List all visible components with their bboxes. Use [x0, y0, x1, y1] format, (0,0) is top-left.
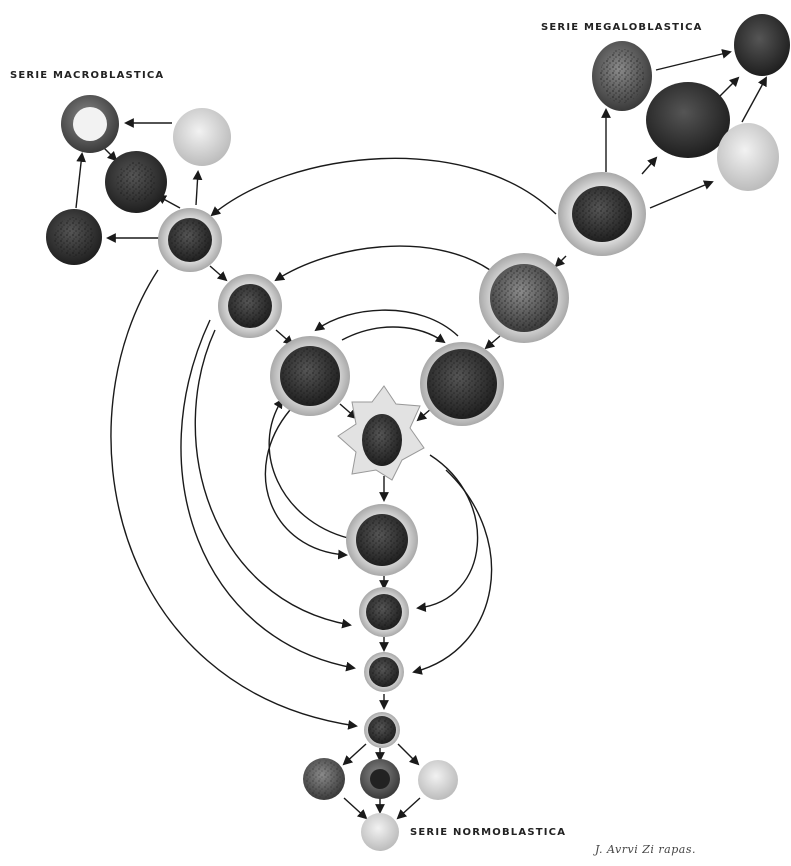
cell-mid-right [420, 342, 504, 426]
cell-row2-left [218, 274, 282, 338]
arrow-mega-down [556, 256, 566, 266]
arrow-left-loop-back [269, 400, 348, 538]
cell-mega-top-right [734, 14, 790, 76]
arrow-mega-to-macro [212, 158, 556, 215]
arrow-mega-diag [642, 158, 656, 174]
arrow-macro-up-right [196, 172, 198, 205]
label-normoblastic-series: SERIE NORMOBLASTICA [410, 827, 566, 838]
label-megaloblastic-series: SERIE MEGALOBLASTICA [541, 22, 703, 33]
cell-normo-center [360, 759, 400, 799]
arrow-mega-up-right [742, 78, 766, 122]
cell-macro-left [46, 209, 102, 265]
arrow-mega-top [656, 52, 730, 70]
arrow-mega-mid-diag [720, 78, 738, 96]
arrow-normo-merge-left [344, 798, 366, 818]
cell-center-stem [338, 386, 424, 480]
cell-macro-top-left [61, 95, 119, 153]
cell-normo-bottom [361, 813, 399, 851]
arrow-right-loop-1 [418, 455, 478, 608]
megaloblastic-series [479, 14, 790, 343]
macroblastic-series [46, 95, 231, 272]
cell-macro-center [158, 208, 222, 272]
arrow-macro-diag2 [104, 148, 116, 160]
cell-mid-left [270, 336, 350, 416]
cell-normo-2 [359, 587, 409, 637]
central-series [218, 274, 504, 851]
arrow-mega-right [650, 182, 712, 208]
cell-mega-top-left [592, 41, 652, 111]
cell-macro-top-right [173, 108, 231, 166]
cell-mega-mid [646, 82, 730, 158]
arrow-mega2-to-row2 [276, 246, 490, 280]
cell-normo-1 [346, 504, 418, 576]
arrow-normo-split-left [344, 744, 366, 764]
cell-mega-lower [479, 253, 569, 343]
cell-macro-mid [105, 151, 167, 213]
arrow-mid-top-right [342, 327, 444, 342]
short-arrows [76, 52, 766, 818]
arrow-normo-split-right [398, 744, 418, 764]
arrow-macro-down [210, 266, 226, 280]
arrow-macro-leftup [76, 154, 82, 208]
label-macroblastic-series: SERIE MACROBLASTICA [10, 70, 164, 81]
cell-normo-3 [364, 652, 404, 692]
arrow-normo-merge-right [398, 798, 420, 818]
cell-normo-4 [364, 712, 400, 748]
cell-mega-center [558, 172, 646, 256]
cell-normo-left [303, 758, 345, 800]
arrow-right-loop-2 [414, 470, 492, 672]
arrow-mid-top-left [316, 310, 458, 336]
cell-normo-right [418, 760, 458, 800]
arrow-row2-right-down [486, 336, 500, 348]
artist-signature: J. Avrvi Zi rapas. [595, 843, 696, 856]
cell-mega-right-light [717, 123, 779, 191]
